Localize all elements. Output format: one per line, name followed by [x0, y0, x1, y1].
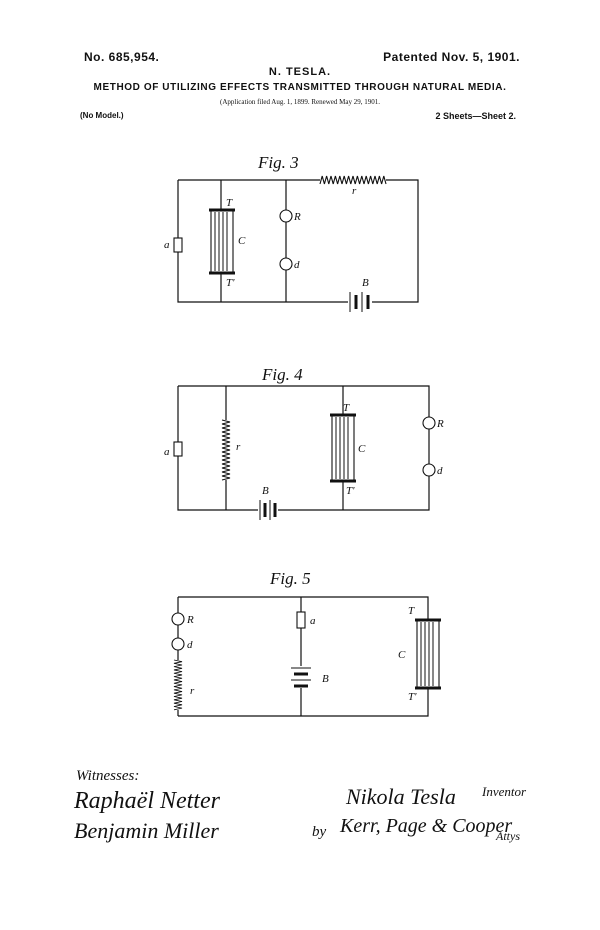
fig3-label-a: a	[164, 239, 170, 251]
fig3-label-B: B	[362, 277, 369, 289]
fig5-label-d: d	[187, 639, 193, 651]
fig3-label-C: C	[238, 235, 246, 247]
figure-3: Fig. 3 a T C T' R d r B	[164, 153, 419, 312]
fig5-label-T-prime: T'	[408, 691, 417, 703]
inventor-heading: N. TESLA.	[268, 66, 332, 78]
fig4-label-C: C	[358, 443, 366, 455]
fig3-title: Fig. 3	[257, 153, 299, 172]
patent-title: METHOD OF UTILIZING EFFECTS TRANSMITTED …	[93, 82, 507, 93]
fig3-label-d: d	[294, 259, 300, 271]
witness-1-signature: Raphaël Netter	[73, 788, 221, 814]
sheet-count: 2 Sheets—Sheet 2.	[435, 111, 516, 121]
signature-block: Witnesses: Raphaël Netter Benjamin Mille…	[73, 768, 527, 843]
by-label: by	[312, 824, 327, 840]
fig5-title: Fig. 5	[269, 569, 311, 588]
fig5-label-a: a	[310, 615, 316, 627]
fig5-label-T: T	[408, 605, 415, 617]
no-model-note: (No Model.)	[80, 111, 124, 120]
fig4-label-d: d	[437, 465, 443, 477]
application-note: (Application filed Aug. 1, 1899. Renewed…	[219, 98, 380, 106]
attorneys-signature: Kerr, Page & Cooper	[339, 815, 512, 837]
fig5-label-r: r	[190, 685, 195, 697]
fig4-label-B: B	[262, 485, 269, 497]
figure-4: Fig. 4 a r B T C T' R d	[164, 365, 444, 520]
witnesses-label: Witnesses:	[76, 768, 139, 784]
attys-label: Attys	[495, 829, 520, 843]
fig4-label-R: R	[436, 418, 444, 430]
fig5-label-B: B	[322, 673, 329, 685]
witness-2-signature: Benjamin Miller	[74, 818, 219, 843]
fig3-label-T: T	[226, 197, 233, 209]
fig4-label-T: T	[343, 402, 350, 414]
figure-5: Fig. 5 R d r a B T C T'	[171, 569, 441, 717]
patent-number: No. 685,954.	[84, 50, 160, 64]
patent-date: Patented Nov. 5, 1901.	[383, 50, 520, 64]
fig5-label-C: C	[398, 649, 406, 661]
fig3-label-T-prime: T'	[226, 277, 235, 289]
fig3-label-R: R	[293, 211, 301, 223]
inventor-signature: Nikola Tesla	[345, 784, 456, 809]
fig4-label-a: a	[164, 446, 170, 458]
fig5-label-R: R	[186, 614, 194, 626]
fig4-label-T-prime: T'	[346, 485, 355, 497]
fig4-label-r: r	[236, 441, 241, 453]
inventor-role: Inventor	[481, 784, 527, 799]
fig3-label-r: r	[352, 185, 357, 197]
fig4-title: Fig. 4	[261, 365, 303, 384]
